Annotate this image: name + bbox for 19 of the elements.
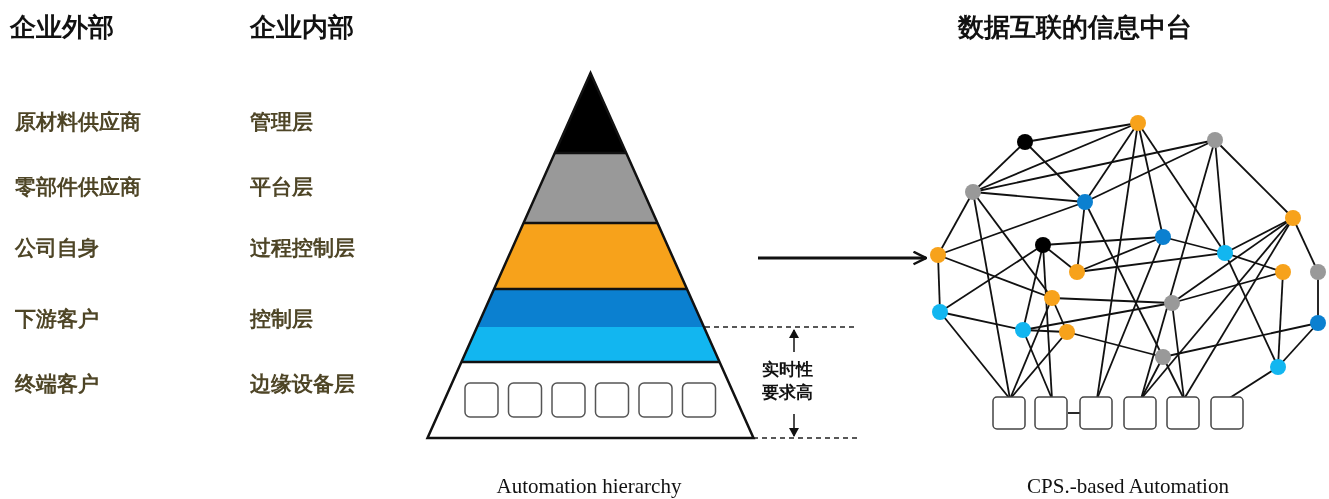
category-label: 平台层 [250, 174, 313, 201]
pyramid-drawing [427, 72, 754, 439]
node-label: Automation hierarchy [496, 474, 682, 499]
section-heading: 企业外部 [10, 11, 114, 44]
category-label: 管理层 [250, 109, 313, 136]
node-label: CPS.-based Automation [1027, 474, 1229, 499]
category-label: 边缘设备层 [250, 371, 355, 398]
section-heading: 数据互联的信息中台 [958, 11, 1192, 44]
category-label: 公司自身 [15, 235, 99, 262]
category-label: 过程控制层 [250, 235, 355, 262]
category-label: 下游客户 [15, 306, 99, 333]
category-label: 控制层 [250, 306, 313, 333]
dimension-label: 实时性要求高 [762, 358, 814, 404]
category-label: 零部件供应商 [15, 174, 141, 201]
section-heading: 企业内部 [250, 11, 354, 44]
category-label: 终端客户 [15, 371, 99, 398]
network-drawing [928, 112, 1329, 432]
category-label: 原材料供应商 [15, 109, 141, 136]
arrow [758, 250, 928, 266]
